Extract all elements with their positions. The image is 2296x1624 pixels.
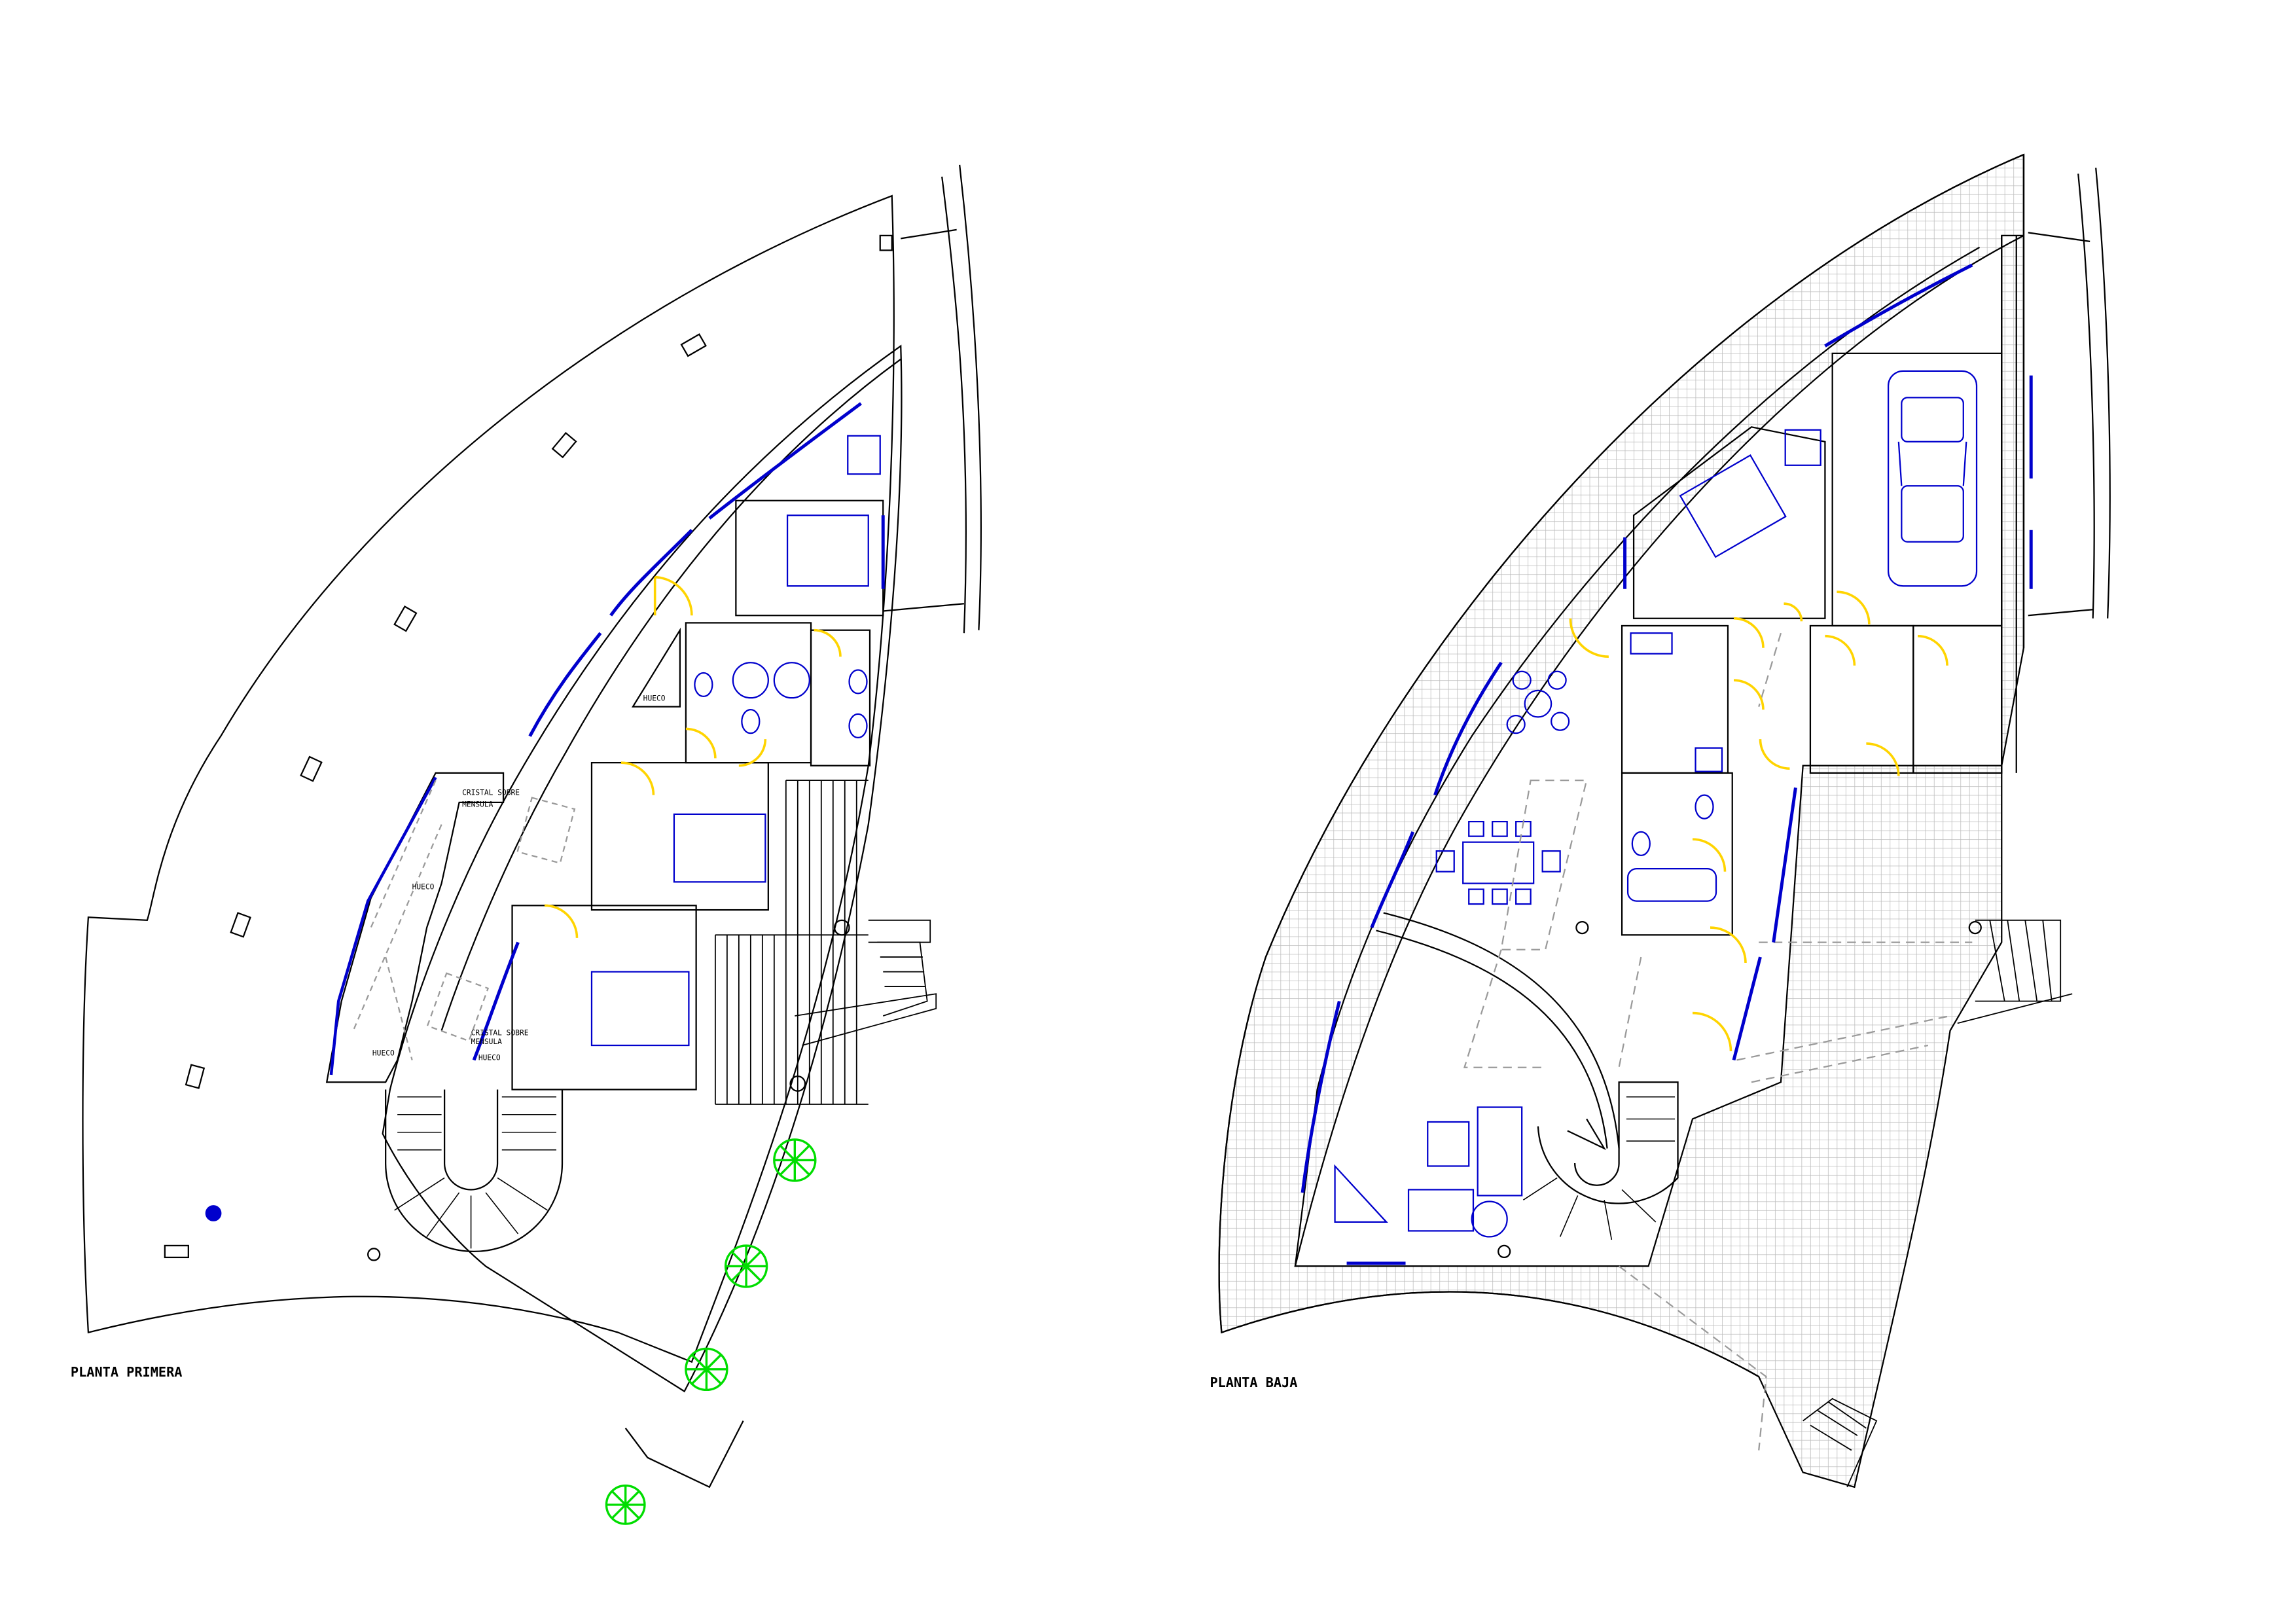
spiral-stair-ground — [1522, 1081, 1679, 1240]
triangle-table — [1334, 1164, 1388, 1223]
round-pouf — [1471, 1200, 1508, 1238]
dining-table-small — [1506, 670, 1570, 734]
balcony-rail-r2 — [2095, 168, 2111, 619]
column-circle-a — [367, 1248, 381, 1261]
hob — [1695, 747, 1723, 772]
sofa-2 — [1407, 1189, 1475, 1232]
note-cristal-2b: MENSULA — [471, 1038, 503, 1046]
bathroom-right — [810, 629, 871, 767]
note-cristal-2a: CRISTAL SOBRE — [471, 1028, 529, 1037]
room-label-hueco-2: HUECO — [412, 883, 435, 892]
pergola-slats — [714, 780, 869, 1105]
balcony-connector-bottom — [883, 603, 965, 612]
tree-icon — [605, 1484, 646, 1525]
sink — [1630, 632, 1673, 655]
tree-icon — [773, 1138, 817, 1182]
plan-planta-baja — [1218, 153, 2111, 1489]
bedroom-middle — [590, 762, 769, 911]
doors-right-plan — [1569, 590, 1948, 1052]
plan-planta-primera — [82, 164, 982, 1489]
bedroom-ground — [1632, 426, 1826, 619]
bedroom-lower — [511, 905, 697, 1091]
room-label-hueco-4: HUECO — [478, 1054, 501, 1062]
tree-icon — [685, 1347, 728, 1392]
basin-2 — [848, 713, 868, 739]
windows-right-plan — [1300, 263, 2033, 1265]
void-skylight-1 — [516, 797, 576, 865]
drain-point — [205, 1205, 222, 1221]
void-diagonal — [352, 780, 442, 1060]
living-curved-wall-2 — [1376, 929, 1608, 1149]
note-cristal-1a: CRISTAL SOBRE — [462, 789, 520, 797]
toilet-ground — [1695, 794, 1714, 820]
column-circle-c — [789, 1075, 806, 1092]
inner-house-outline — [382, 344, 903, 1393]
balcony-connector-top — [901, 228, 957, 240]
windows-left-plan — [472, 402, 885, 1061]
bathroom-block — [685, 622, 812, 764]
balcony-link-r1 — [2028, 232, 2090, 243]
outer-outline — [1218, 154, 2024, 1378]
basin-ground — [1631, 831, 1651, 856]
dashed-overhead-lines — [1463, 632, 1973, 1451]
kitchen — [1621, 624, 1729, 774]
bidet-1 — [741, 709, 761, 734]
living-curved-wall — [1383, 912, 1620, 1149]
house-outer-wall — [1294, 246, 1981, 1267]
plan-title-baja: PLANTA BAJA — [1210, 1375, 1297, 1390]
skylight-slots — [164, 333, 707, 1259]
void-glass-edge — [329, 776, 437, 1075]
exterior-stairs-bottom — [1803, 1398, 1878, 1488]
bed-upper — [786, 514, 869, 587]
room-label-hueco-1: HUECO — [643, 695, 666, 703]
outer-terrace-outline — [82, 194, 895, 1363]
bathroom-ground — [1621, 772, 1733, 936]
exterior-stairs-right — [1957, 919, 2073, 1024]
void-glazed-box — [325, 772, 505, 1083]
dining-table-large — [1435, 820, 1561, 905]
coffee-table — [1427, 1121, 1470, 1167]
bed-ground — [1679, 454, 1787, 558]
void-skylight-2 — [426, 972, 490, 1042]
spiral-stair — [385, 1089, 564, 1253]
note-cristal-1b: MENSULA — [462, 801, 493, 809]
inner-wall-curve — [440, 358, 901, 1031]
doors-left-plan — [545, 575, 842, 938]
column-circle-d — [1575, 920, 1589, 935]
column-circle-b — [833, 919, 850, 936]
column-circle-e — [1498, 1244, 1511, 1259]
car-icon — [1887, 370, 1978, 587]
side-stairs — [795, 919, 937, 1046]
column-circle-f — [1968, 920, 1982, 935]
service-room-1 — [1809, 624, 1914, 774]
void-triangle — [631, 627, 681, 708]
plan-title-primera: PLANTA PRIMERA — [71, 1364, 183, 1380]
service-room-2 — [1912, 624, 2003, 774]
bed-lower — [590, 971, 690, 1047]
basin-1 — [848, 669, 868, 695]
trees — [605, 1138, 817, 1525]
tree-icon — [724, 1244, 768, 1288]
bathtub — [1626, 867, 1717, 902]
bottom-ledge — [624, 1420, 744, 1489]
shower-tray-2 — [773, 662, 810, 699]
outer-curved-balcony-rail-2 — [959, 164, 982, 630]
column-top — [879, 234, 893, 251]
armchair-upper — [847, 435, 881, 475]
bedroom-upper — [735, 499, 884, 617]
bed-middle — [673, 813, 766, 883]
toilet-1 — [694, 672, 713, 698]
outer-curved-balcony-rail-1 — [941, 176, 967, 634]
room-label-hueco-3: HUECO — [372, 1049, 395, 1058]
balcony-rail-r1 — [2077, 173, 2095, 619]
sofa-1 — [1477, 1106, 1523, 1197]
shower-tray-1 — [732, 662, 769, 699]
balcony-link-r2 — [2028, 609, 2093, 617]
armchair-ground — [1784, 429, 1821, 466]
